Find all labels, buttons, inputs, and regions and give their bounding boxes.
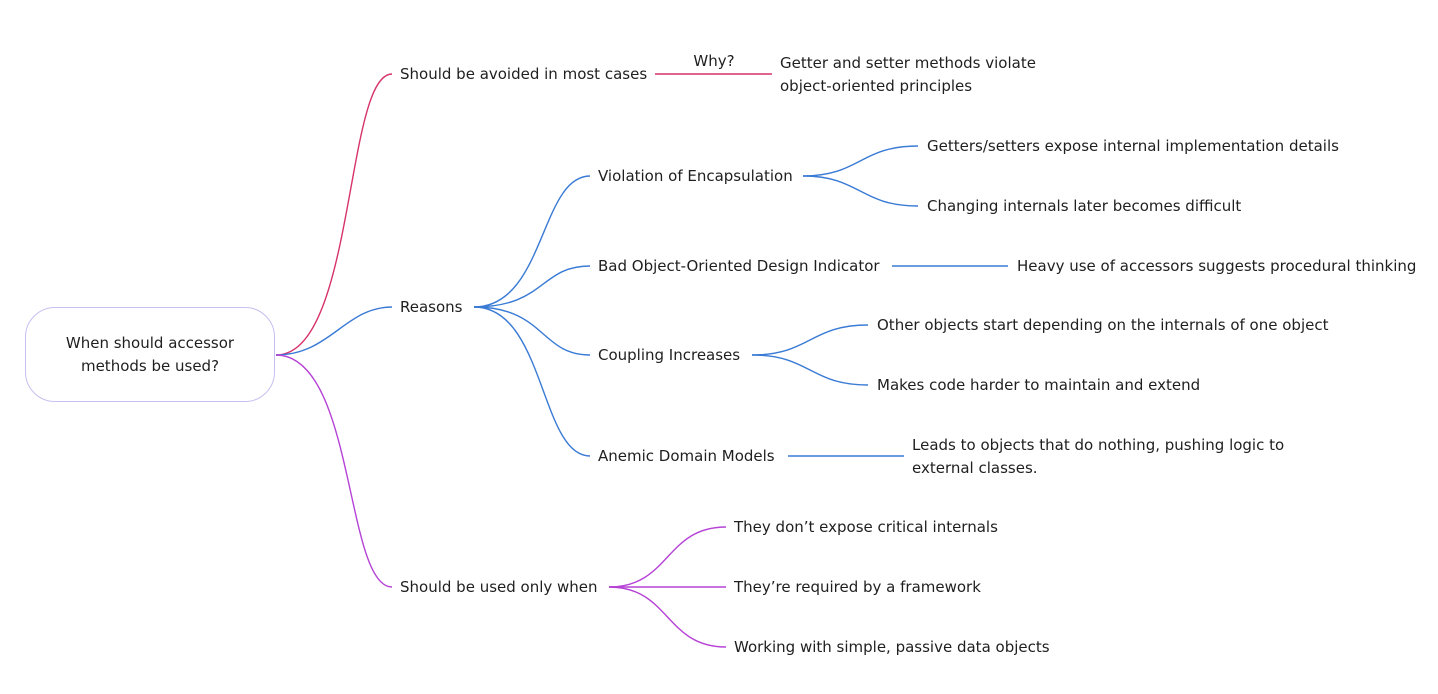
reason-coupling[interactable]: Coupling Increases [598, 346, 741, 364]
connector-reasons-bad-design [473, 265, 591, 308]
connector-coupling-child-2 [751, 354, 869, 386]
used-when-child-2[interactable]: They’re required by a framework [734, 578, 981, 596]
connector-root-used-when [275, 354, 393, 588]
root-node-label: When should accessor methods be used? [65, 333, 235, 375]
connector-reasons-encapsulation [473, 175, 591, 308]
connector-coupling-child-1 [751, 324, 869, 356]
connector-root-avoid [275, 73, 393, 356]
reason-encapsulation-child-1[interactable]: Getters/setters expose internal implemen… [927, 137, 1339, 155]
connector-reasons-coupling [473, 306, 591, 356]
used-when-child-1[interactable]: They don’t expose critical internals [734, 518, 998, 536]
used-when-child-3[interactable]: Working with simple, passive data object… [734, 638, 1050, 656]
connector-root-reasons [275, 306, 393, 356]
connector-used-when-child-3 [608, 586, 727, 648]
branch-avoid-label[interactable]: Should be avoided in most cases [400, 65, 648, 83]
reason-encapsulation-child-2[interactable]: Changing internals later becomes difficu… [927, 197, 1242, 215]
reason-anemic-child-1[interactable]: Leads to objects that do nothing, pushin… [912, 436, 1285, 477]
root-node[interactable]: When should accessor methods be used? [25, 307, 275, 402]
reason-encapsulation[interactable]: Violation of Encapsulation [598, 167, 793, 185]
avoid-detail[interactable]: Getter and setter methods violate object… [780, 54, 1036, 95]
connector-used-when-child-1 [608, 526, 727, 588]
edge-label-why: Why? [693, 52, 735, 70]
connector-encapsulation-child-2 [802, 175, 919, 207]
connector-reasons-anemic [473, 306, 591, 457]
connector-encapsulation-child-1 [802, 145, 919, 177]
branch-used-when-label[interactable]: Should be used only when [400, 578, 598, 596]
branch-reasons-label[interactable]: Reasons [400, 298, 463, 316]
reason-bad-design-child-1[interactable]: Heavy use of accessors suggests procedur… [1017, 257, 1417, 275]
reason-anemic[interactable]: Anemic Domain Models [598, 447, 775, 465]
reason-coupling-child-1[interactable]: Other objects start depending on the int… [877, 316, 1329, 334]
reason-coupling-child-2[interactable]: Makes code harder to maintain and extend [877, 376, 1201, 394]
reason-bad-design[interactable]: Bad Object-Oriented Design Indicator [598, 257, 880, 275]
